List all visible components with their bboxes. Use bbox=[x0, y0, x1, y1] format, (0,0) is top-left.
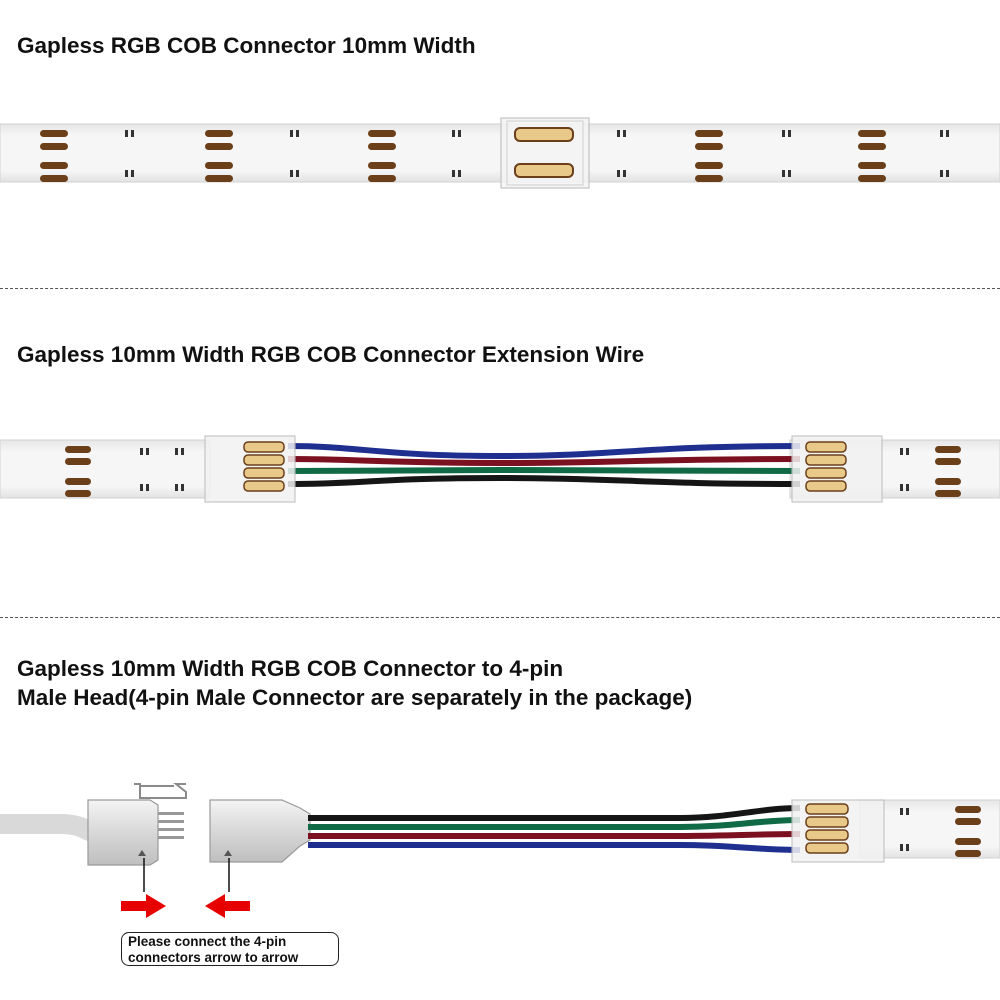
led-chip bbox=[205, 175, 233, 182]
resistor bbox=[788, 170, 791, 177]
led-chip bbox=[955, 806, 981, 813]
led-chip bbox=[695, 130, 723, 137]
resistor bbox=[458, 130, 461, 137]
divider-1 bbox=[0, 288, 1000, 289]
led-chip bbox=[40, 175, 68, 182]
led-chip bbox=[858, 162, 886, 169]
led-chip bbox=[40, 143, 68, 150]
section1-strip bbox=[0, 123, 1000, 183]
section-title-connector: Gapless RGB COB Connector 10mm Width bbox=[17, 33, 476, 58]
resistor bbox=[290, 170, 293, 177]
resistor bbox=[452, 130, 455, 137]
resistor bbox=[125, 130, 128, 137]
note-line1: Please connect the 4-pin bbox=[128, 934, 287, 949]
resistor bbox=[458, 170, 461, 177]
resistor bbox=[906, 844, 909, 851]
resistor bbox=[940, 170, 943, 177]
resistor bbox=[131, 130, 134, 137]
section2-left-connector bbox=[204, 435, 296, 503]
resistor bbox=[900, 844, 903, 851]
resistor bbox=[131, 170, 134, 177]
led-chip bbox=[368, 130, 396, 137]
resistor bbox=[296, 130, 299, 137]
resistor bbox=[900, 808, 903, 815]
resistor bbox=[617, 130, 620, 137]
resistor bbox=[140, 448, 143, 455]
resistor bbox=[617, 170, 620, 177]
led-chip bbox=[368, 143, 396, 150]
resistor bbox=[296, 170, 299, 177]
led-chip bbox=[935, 478, 961, 485]
resistor bbox=[940, 130, 943, 137]
section3-cable bbox=[0, 814, 96, 842]
led-chip bbox=[205, 130, 233, 137]
led-chip bbox=[368, 162, 396, 169]
resistor bbox=[900, 448, 903, 455]
section-title-4pin-line1: Gapless 10mm Width RGB COB Connector to … bbox=[17, 656, 564, 681]
section-title-4pin-line2: Male Head(4-pin Male Connector are separ… bbox=[17, 685, 693, 711]
section3-connector bbox=[791, 799, 885, 863]
led-chip bbox=[935, 458, 961, 465]
instruction-note: Please connect the 4-pin connectors arro… bbox=[121, 932, 339, 966]
resistor bbox=[906, 808, 909, 815]
led-chip bbox=[695, 175, 723, 182]
led-chip bbox=[368, 175, 396, 182]
resistor bbox=[946, 170, 949, 177]
section2-wires bbox=[287, 443, 801, 487]
female-4pin-connector bbox=[209, 799, 311, 863]
section3-wires bbox=[307, 805, 801, 853]
section2-right-connector bbox=[791, 435, 883, 503]
led-chip bbox=[695, 162, 723, 169]
resistor bbox=[623, 170, 626, 177]
led-chip bbox=[955, 818, 981, 825]
resistor bbox=[788, 130, 791, 137]
resistor bbox=[946, 130, 949, 137]
divider-2 bbox=[0, 617, 1000, 618]
arrow-right-icon bbox=[121, 894, 166, 918]
led-chip bbox=[858, 143, 886, 150]
led-chip bbox=[65, 490, 91, 497]
led-chip bbox=[955, 838, 981, 845]
led-chip bbox=[695, 143, 723, 150]
section1-connector bbox=[500, 117, 590, 189]
led-chip bbox=[205, 143, 233, 150]
led-chip bbox=[935, 446, 961, 453]
led-chip bbox=[858, 175, 886, 182]
led-chip bbox=[65, 446, 91, 453]
section-title-extension-wire: Gapless 10mm Width RGB COB Connector Ext… bbox=[17, 342, 645, 367]
male-4pin-plug bbox=[87, 783, 187, 866]
resistor bbox=[181, 448, 184, 455]
resistor bbox=[906, 484, 909, 491]
section-title-4pin: Gapless 10mm Width RGB COB Connector to … bbox=[17, 654, 692, 713]
arrow-left-icon bbox=[205, 894, 250, 918]
resistor bbox=[900, 484, 903, 491]
resistor bbox=[146, 448, 149, 455]
resistor bbox=[623, 130, 626, 137]
note-line2: connectors arrow to arrow bbox=[128, 950, 299, 965]
resistor bbox=[452, 170, 455, 177]
led-chip bbox=[40, 130, 68, 137]
resistor bbox=[140, 484, 143, 491]
connect-arrows bbox=[121, 858, 250, 918]
resistor bbox=[782, 130, 785, 137]
led-chip bbox=[935, 490, 961, 497]
led-chip bbox=[955, 850, 981, 857]
resistor bbox=[175, 484, 178, 491]
led-chip bbox=[205, 162, 233, 169]
resistor bbox=[906, 448, 909, 455]
led-chip bbox=[40, 162, 68, 169]
resistor bbox=[125, 170, 128, 177]
led-chip bbox=[65, 478, 91, 485]
resistor bbox=[175, 448, 178, 455]
section2-left-strip bbox=[0, 439, 211, 499]
resistor bbox=[146, 484, 149, 491]
resistor bbox=[290, 130, 293, 137]
resistor bbox=[782, 170, 785, 177]
led-chip bbox=[858, 130, 886, 137]
led-chip bbox=[65, 458, 91, 465]
resistor bbox=[181, 484, 184, 491]
